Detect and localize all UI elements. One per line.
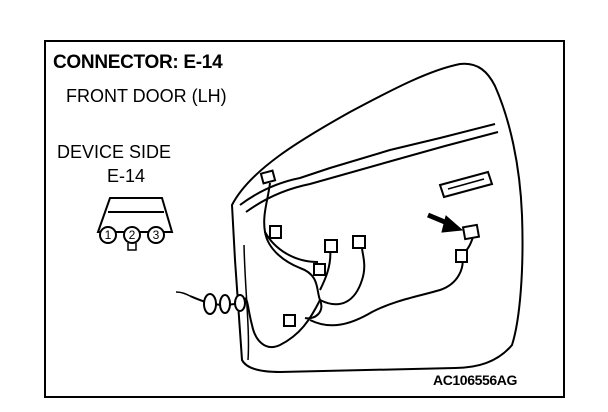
location-label: FRONT DOOR (LH) [66,86,227,106]
pin-1-label: 1 [105,228,112,242]
pointer-arrow [427,212,464,233]
device-side-label: DEVICE SIDE [57,142,172,162]
door-handle [438,170,494,199]
reference-code: AC106556AG [433,372,517,388]
pin-2-label: 2 [129,228,136,242]
door-panel [230,62,524,374]
grommet [203,293,246,315]
harness-connectors [259,169,481,327]
wiring-harness [175,182,475,348]
connector-face-icon [96,197,174,251]
connector-code-label: E-14 [107,166,146,186]
connector-title: CONNECTOR: E-14 [53,52,223,73]
pin-3-label: 3 [153,228,160,242]
